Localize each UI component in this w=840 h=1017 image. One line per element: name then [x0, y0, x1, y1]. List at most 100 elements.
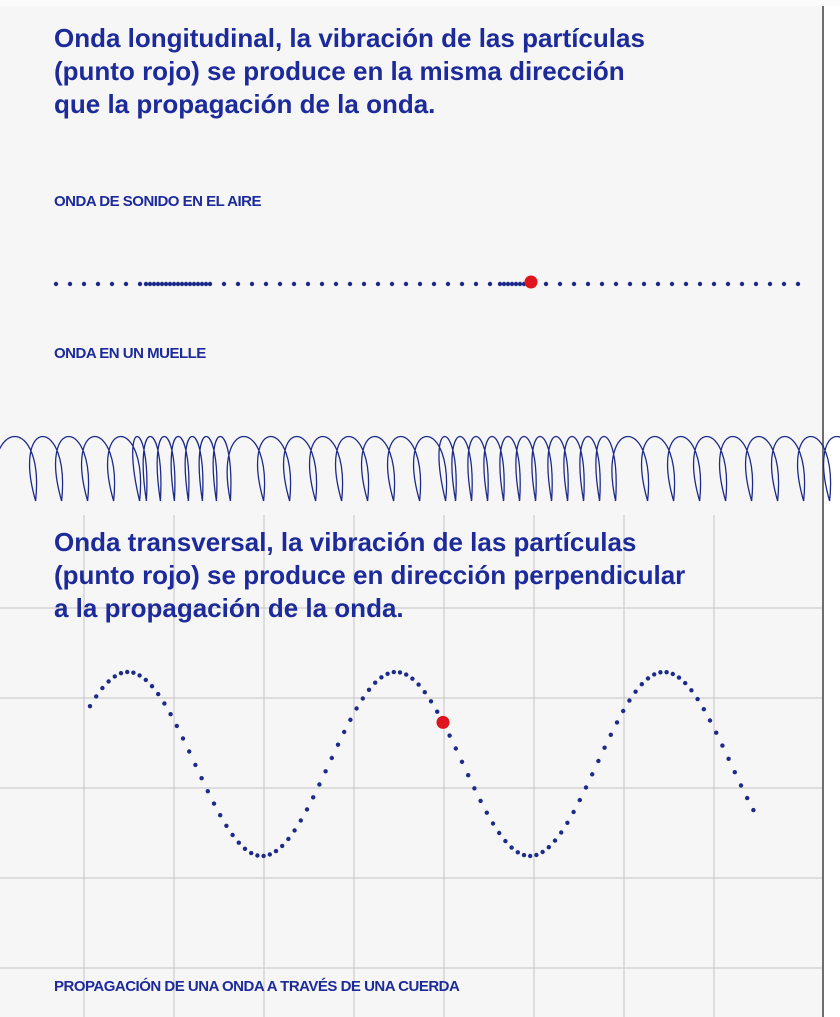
rope-particle: [503, 838, 508, 844]
air-particle: [203, 281, 209, 287]
heading-line: Onda transversal, la vibración de las pa…: [54, 527, 637, 557]
spring-wave-label: ONDA EN UN MUELLE: [54, 345, 206, 362]
air-particle: [163, 281, 169, 287]
air-particle: [151, 281, 157, 287]
air-particle: [333, 281, 339, 287]
rope-particle: [410, 676, 415, 681]
rope-particle: [528, 853, 533, 859]
air-particle: [291, 281, 297, 287]
air-particle: [235, 281, 241, 287]
air-particle: [53, 281, 59, 287]
rope-particle: [459, 759, 465, 764]
rope-particle: [304, 807, 310, 812]
rope-particle: [577, 797, 582, 803]
rope-particle: [242, 846, 248, 851]
air-particle: [191, 281, 197, 287]
rope-particle: [447, 733, 452, 738]
rope-particle: [565, 820, 570, 825]
rope-particle: [726, 756, 731, 761]
rope-particle: [112, 674, 118, 679]
air-particle: [509, 281, 515, 287]
air-particle: [319, 281, 325, 287]
rope-particle: [187, 749, 192, 754]
rope-particle: [329, 755, 334, 761]
rope-particle: [472, 786, 477, 791]
rope-particle: [404, 672, 409, 677]
air-particle: [199, 281, 205, 287]
rope-particle: [608, 732, 613, 737]
air-particle: [585, 281, 591, 287]
rope-particle: [738, 783, 744, 788]
air-particle: [95, 281, 101, 287]
rope-particle: [193, 762, 198, 768]
rope-particle: [453, 746, 458, 751]
sound-wave-particles: [53, 275, 801, 289]
grid-background: [0, 515, 822, 1017]
rope-particle: [571, 809, 576, 815]
air-particle: [711, 281, 717, 287]
rope-particle: [106, 679, 111, 684]
highlighted-particle: [436, 715, 450, 729]
rope-particle: [689, 688, 694, 693]
rope-particle: [435, 709, 440, 714]
rope-particle: [658, 670, 663, 675]
rope-particle: [428, 699, 434, 704]
rope-particle: [416, 682, 421, 687]
rope-particle: [546, 845, 551, 850]
rope-particle: [168, 712, 173, 717]
rope-particle: [236, 840, 241, 845]
air-particle: [781, 281, 787, 287]
air-particle: [187, 281, 193, 287]
air-particle: [361, 281, 367, 287]
heading-line: a la propagación de la onda.: [54, 593, 404, 623]
air-particle: [417, 281, 423, 287]
heading-line: (punto rojo) se produce en la misma dire…: [54, 56, 625, 86]
air-particle: [147, 281, 153, 287]
transversal-heading: Onda transversal, la vibración de las pa…: [54, 526, 685, 625]
heading-line: Onda longitudinal, la vibración de las p…: [54, 23, 645, 53]
rope-particle: [664, 670, 669, 675]
air-particle: [599, 281, 605, 287]
rope-particle: [490, 821, 496, 826]
rope-particle: [255, 853, 260, 858]
air-particle: [501, 281, 507, 287]
rope-particle: [317, 782, 322, 787]
rope-particle: [199, 776, 204, 781]
air-particle: [767, 281, 773, 287]
spring-wave: [0, 435, 840, 502]
top-strip: [0, 0, 840, 6]
air-particle: [543, 281, 549, 287]
rope-particle: [745, 795, 750, 801]
rope-wave-label: PROPAGACIÓN DE UNA ONDA A TRAVÉS DE UNA …: [54, 978, 460, 995]
rope-particle: [354, 706, 359, 711]
rope-particle: [751, 807, 756, 813]
rope-particle: [118, 671, 124, 676]
rope-particle: [379, 675, 384, 680]
air-particle: [305, 281, 311, 287]
heading-line: que la propagación de la onda.: [54, 89, 436, 119]
rope-particle: [676, 675, 682, 680]
air-particle: [81, 281, 87, 287]
rope-particle: [552, 838, 558, 843]
rope-particle: [540, 849, 545, 855]
air-particle: [613, 281, 619, 287]
air-particle: [67, 281, 73, 287]
air-particle: [143, 281, 149, 287]
air-particle: [171, 281, 177, 287]
grid-lines: [0, 515, 822, 1017]
air-particle: [195, 281, 201, 287]
air-particle: [683, 281, 689, 287]
air-particle: [473, 281, 479, 287]
air-particle: [155, 281, 161, 287]
rope-particle: [652, 672, 657, 677]
air-particle: [167, 281, 173, 287]
air-particle: [505, 281, 511, 287]
air-particle: [109, 281, 115, 287]
rope-particle: [149, 684, 155, 689]
rope-particle: [521, 852, 527, 858]
rope-particle: [602, 745, 607, 750]
rope-particle: [211, 801, 217, 806]
rope-particle: [397, 670, 403, 675]
air-particle: [123, 281, 129, 287]
air-particle: [277, 281, 283, 287]
